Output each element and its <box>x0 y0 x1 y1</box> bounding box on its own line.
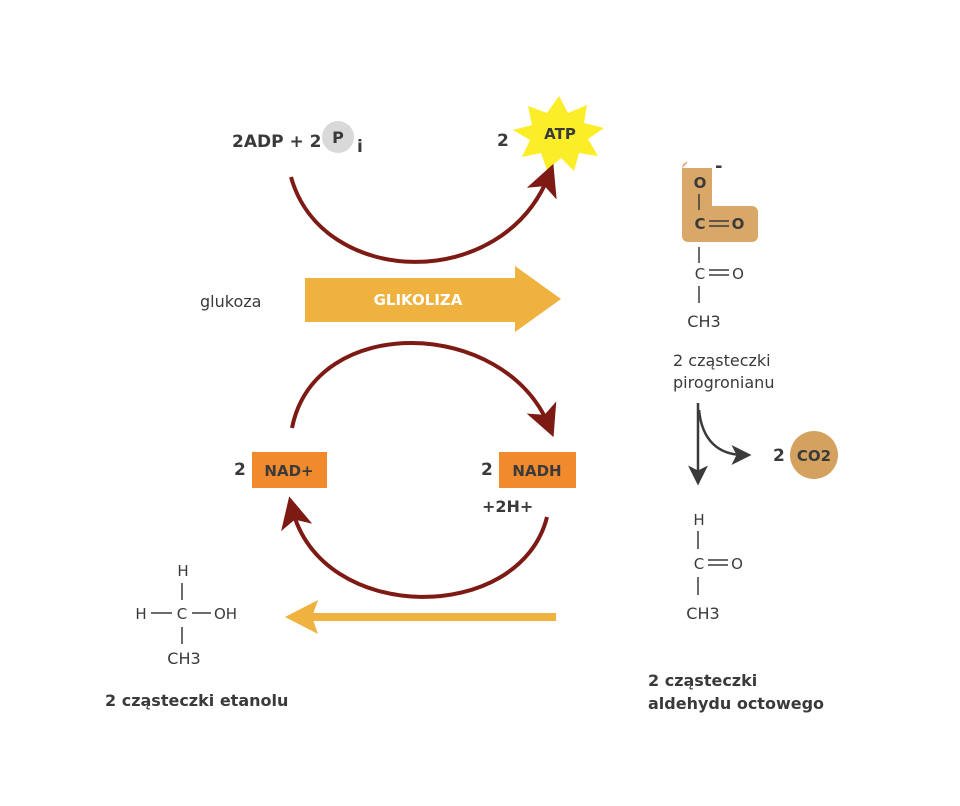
acetaldehyde-caption-line2: aldehydu octowego <box>648 694 824 713</box>
pyruvate-o-keto: O <box>732 265 744 283</box>
phosphate-circle <box>322 121 354 153</box>
pyruvate-o-top: O <box>694 174 707 192</box>
acetaldehyde-h: H <box>693 511 704 529</box>
pyruvate-charge: - <box>715 156 722 177</box>
nadh-label: NADH <box>512 462 561 480</box>
proton-label: +2H+ <box>482 497 533 516</box>
pyruvate-c2: C <box>695 265 705 283</box>
glycolysis-label: GLIKOLIZA <box>374 291 463 309</box>
co2-release-arrow <box>697 409 752 465</box>
nad-box <box>252 452 327 488</box>
atp-substrate-label: 2ADP + 2 <box>232 132 321 152</box>
phosphate-subscript: i <box>357 137 363 157</box>
phosphate-symbol: P <box>332 128 344 147</box>
acetaldehyde-o: O <box>731 555 743 573</box>
pyruvate-c1: C <box>694 215 705 233</box>
glucose-label: glukoza <box>200 292 261 311</box>
ethanol-methyl: CH3 <box>167 649 200 668</box>
co2-circle <box>790 431 838 479</box>
nad-label: NAD+ <box>264 462 313 480</box>
nadh-coefficient: 2 <box>481 460 493 480</box>
atp-cycle-arrow <box>289 163 557 264</box>
co2-coefficient: 2 <box>773 446 785 466</box>
pyruvate-caption-line1: 2 cząsteczki <box>673 351 771 370</box>
nadh-box <box>499 452 576 488</box>
glycolysis-arrow <box>305 266 561 332</box>
carboxyl-highlight <box>682 162 758 242</box>
ethanol-c: C <box>177 605 187 623</box>
pyruvate-o-carboxyl: O <box>732 215 745 233</box>
atp-star-burst <box>513 96 604 171</box>
acetaldehyde-methyl: CH3 <box>686 604 719 623</box>
nadh-to-nad-arrow <box>281 496 549 599</box>
reduction-arrow-head <box>285 600 318 634</box>
atp-label: ATP <box>544 125 576 143</box>
ethanol-caption: 2 cząsteczki etanolu <box>105 691 288 710</box>
pyruvate-methyl: CH3 <box>687 312 720 331</box>
pyruvate-caption-line2: pirogronianu <box>673 373 774 392</box>
nad-to-nadh-arrow <box>290 341 557 438</box>
acetaldehyde-c: C <box>694 555 704 573</box>
co2-label: CO2 <box>797 447 831 465</box>
ethanol-h-top: H <box>177 562 188 580</box>
ethanol-h-left: H <box>135 605 146 623</box>
acetaldehyde-caption-line1: 2 cząsteczki <box>648 671 757 690</box>
atp-coefficient: 2 <box>497 131 509 151</box>
ethanol-oh: OH <box>214 605 237 623</box>
nad-coefficient: 2 <box>234 460 246 480</box>
